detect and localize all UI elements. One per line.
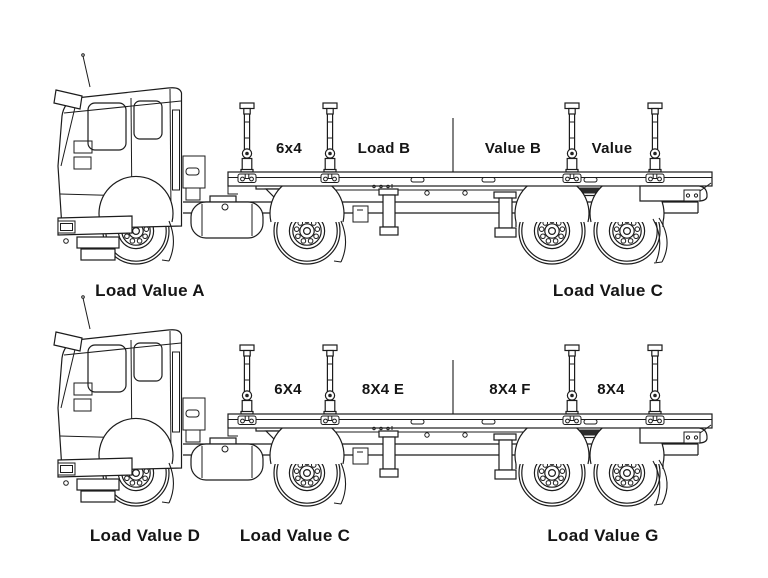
top-deck-label-3: Value B: [484, 140, 542, 157]
top-deck-label-1: 6x4: [276, 140, 302, 157]
bottom-deck-label-3: 8X4 F: [489, 381, 531, 398]
bottom-deck-label-1: 6X4: [274, 381, 302, 398]
bottom-caption-2: Load Value C: [239, 526, 351, 545]
top-deck-label-4: Value: [591, 140, 633, 157]
truck-bottom: [54, 296, 712, 506]
bottom-caption-3: Load Value G: [547, 526, 659, 545]
top-caption-2: Load Value C: [552, 281, 664, 300]
bottom-deck-label-4: 8X4: [597, 381, 625, 398]
top-deck-label-2: Load B: [357, 140, 411, 157]
top-caption-1: Load Value A: [95, 281, 205, 300]
bottom-deck-label-2: 8X4 E: [361, 381, 405, 398]
truck-top: [54, 54, 712, 264]
bottom-caption-1: Load Value D: [89, 526, 201, 545]
